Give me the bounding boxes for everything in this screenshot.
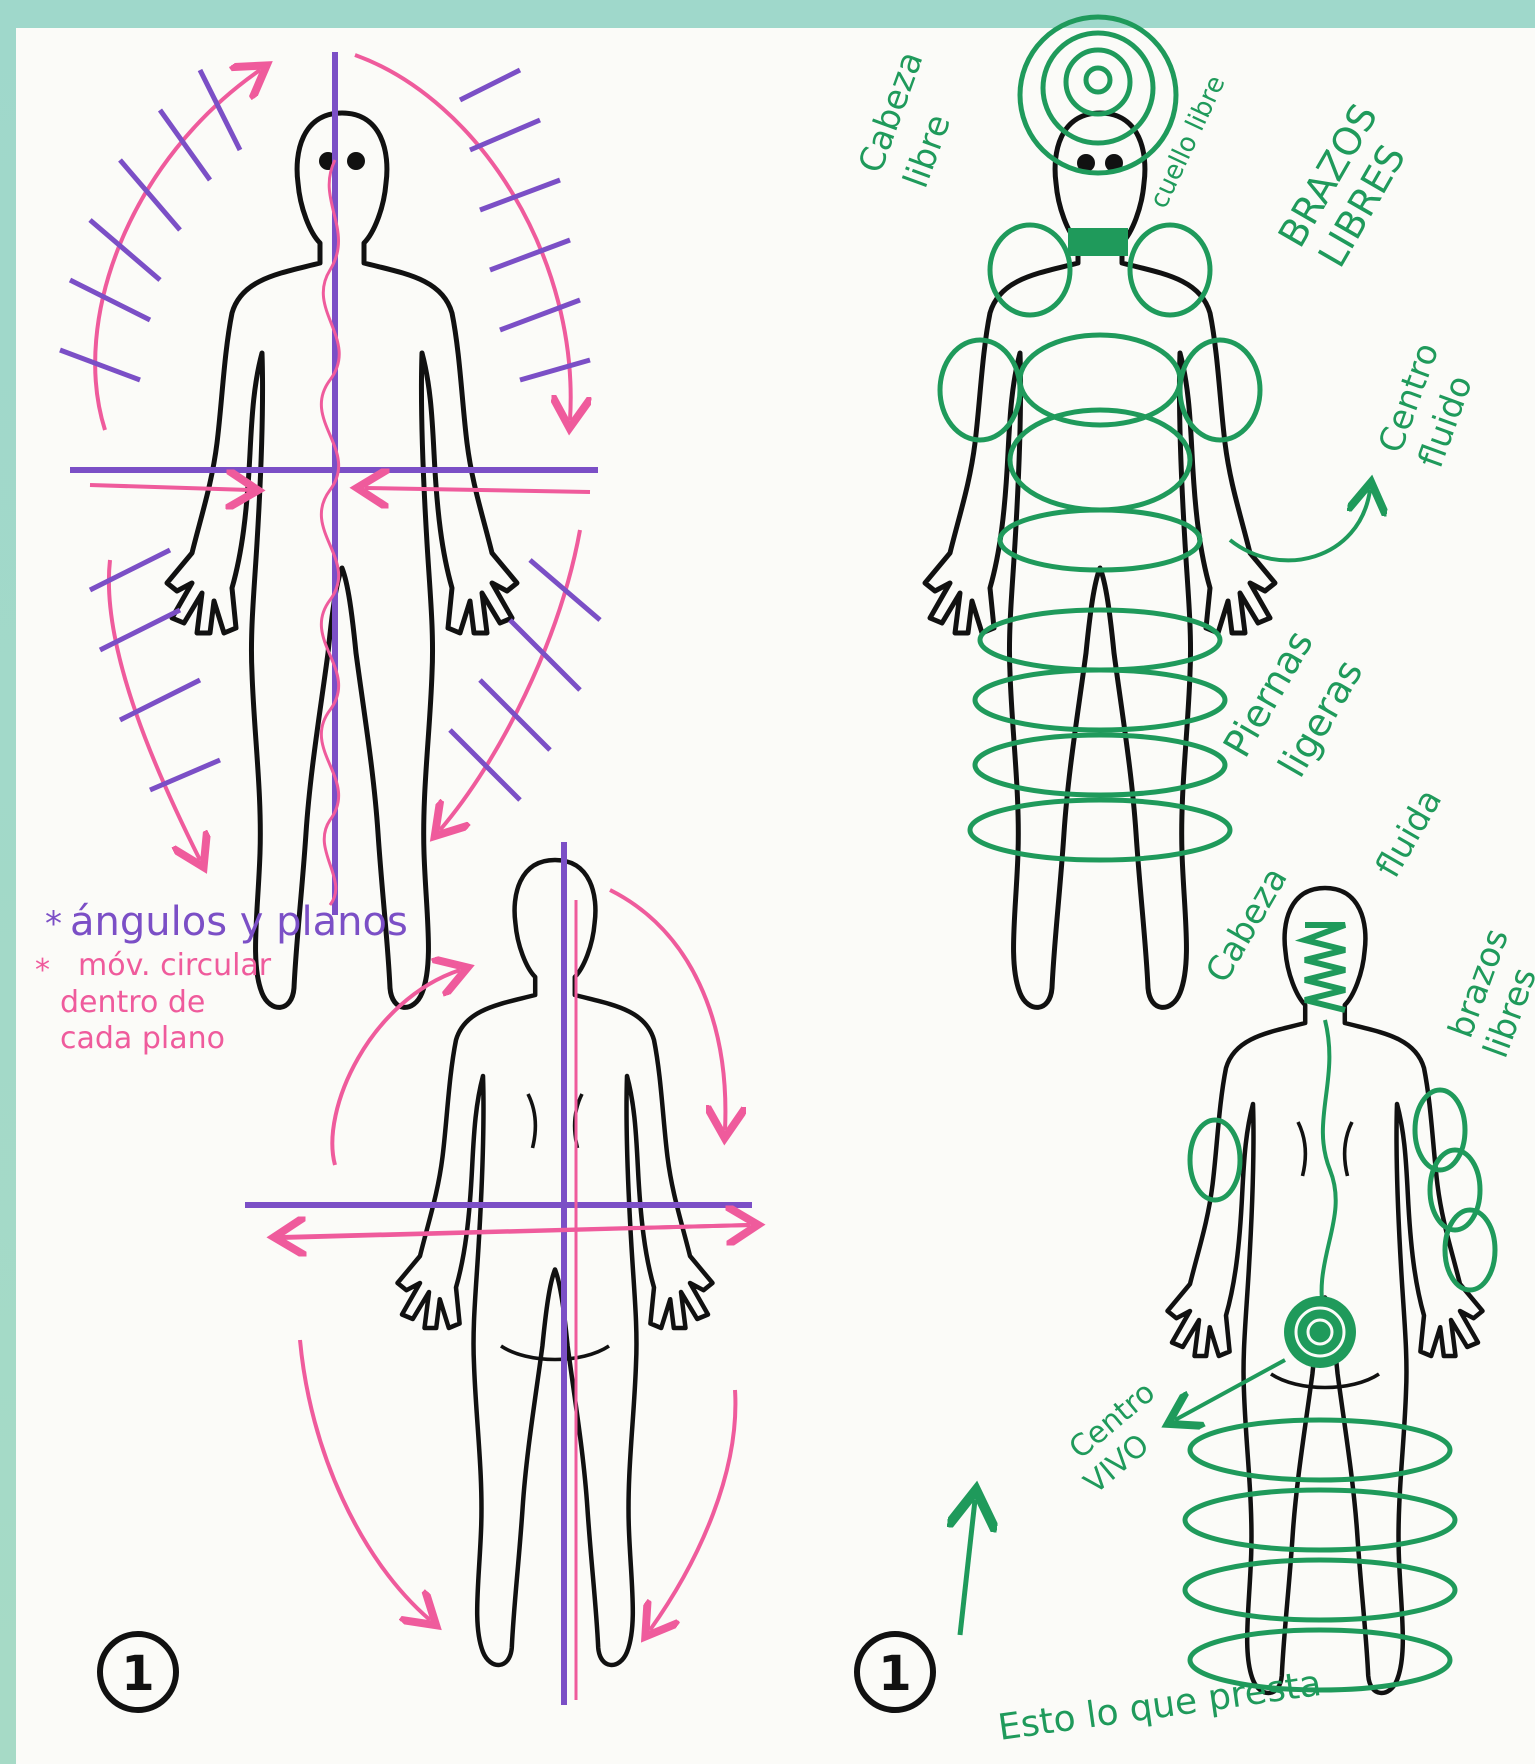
arc-lower-left — [109, 560, 200, 860]
svg-text:*: * — [45, 904, 62, 944]
legend-within: dentro de — [60, 985, 205, 1020]
legend-circular-motion: móv. circular — [78, 948, 272, 983]
label-cabeza-fluida-2: fluida — [1368, 782, 1450, 884]
up-arrow-icon — [960, 1500, 975, 1635]
back-arc-upper-left — [332, 970, 460, 1165]
back-arc-lower-right — [650, 1390, 735, 1630]
arc-upper-left — [95, 70, 260, 430]
arm-arrow-back-rev — [282, 1225, 750, 1237]
centro-vivo-arrow — [1175, 1360, 1285, 1420]
torso-loops — [940, 225, 1260, 570]
svg-text:1: 1 — [878, 1646, 911, 1702]
number-badge-left: 1 — [100, 1634, 176, 1710]
head-spiral — [1020, 17, 1176, 173]
svg-text:1: 1 — [121, 1646, 154, 1702]
svg-text:*: * — [35, 953, 50, 988]
arm-arrow-left — [90, 485, 250, 490]
neck-band — [1068, 228, 1128, 256]
spine-wave — [1322, 1020, 1336, 1320]
back-head-zigzag — [1305, 925, 1345, 1010]
back-arc-lower-left — [300, 1340, 430, 1620]
left-bottom-figure — [398, 860, 713, 1665]
arc-upper-right — [355, 55, 571, 420]
arm-arrow-right — [365, 488, 590, 492]
centro-vivo-target — [1284, 1296, 1356, 1368]
legend-each-plane: cada plano — [60, 1021, 225, 1056]
eye-right-icon — [347, 152, 365, 170]
label-bottom-note: Esto lo que presta — [996, 1663, 1324, 1749]
legend: * ángulos y planos * móv. circular dentr… — [35, 899, 408, 1056]
label-cabeza-fluida-1: Cabeza — [1198, 861, 1296, 990]
back-leg-spirals — [1185, 1420, 1455, 1690]
left-top-figure — [167, 113, 517, 1007]
legend-angles-planes: ángulos y planos — [70, 899, 408, 945]
number-badge-right: 1 — [857, 1634, 933, 1710]
